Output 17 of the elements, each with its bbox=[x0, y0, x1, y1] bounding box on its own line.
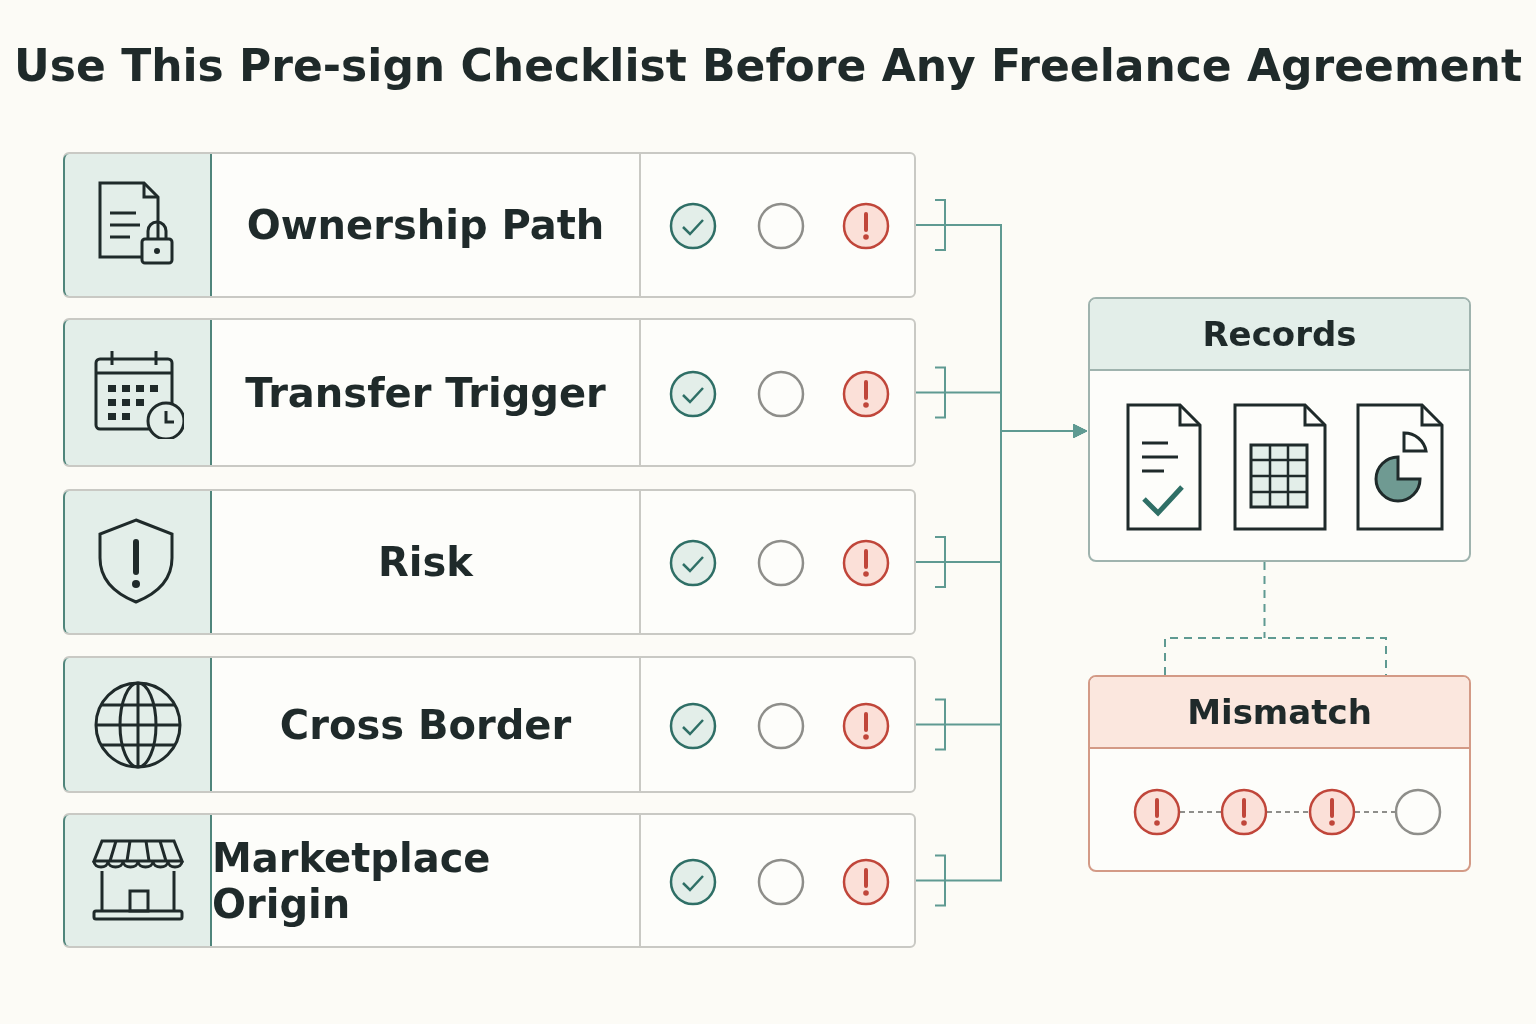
checklist-row bbox=[63, 318, 916, 467]
row-label: Marketplace Origin bbox=[212, 834, 492, 927]
row-label: Transfer Trigger bbox=[245, 369, 606, 416]
checklist-row bbox=[63, 152, 916, 298]
arrow bbox=[915, 424, 1088, 882]
card-title: Mismatch bbox=[1187, 692, 1372, 732]
checklist-row bbox=[63, 656, 916, 793]
row-label: Cross Border bbox=[279, 701, 572, 748]
connector-line bbox=[1164, 561, 1387, 676]
mismatch-card bbox=[1088, 675, 1471, 872]
row-label: Ownership Path bbox=[246, 202, 605, 248]
diagram-title: Use This Pre-sign Checklist Before Any Freelance Agreement bbox=[14, 40, 1522, 91]
checklist-row bbox=[63, 813, 916, 948]
checklist-row bbox=[63, 489, 916, 635]
row-label: Risk bbox=[378, 539, 473, 585]
records-card bbox=[1088, 297, 1471, 562]
card-title: Records bbox=[1202, 314, 1357, 354]
